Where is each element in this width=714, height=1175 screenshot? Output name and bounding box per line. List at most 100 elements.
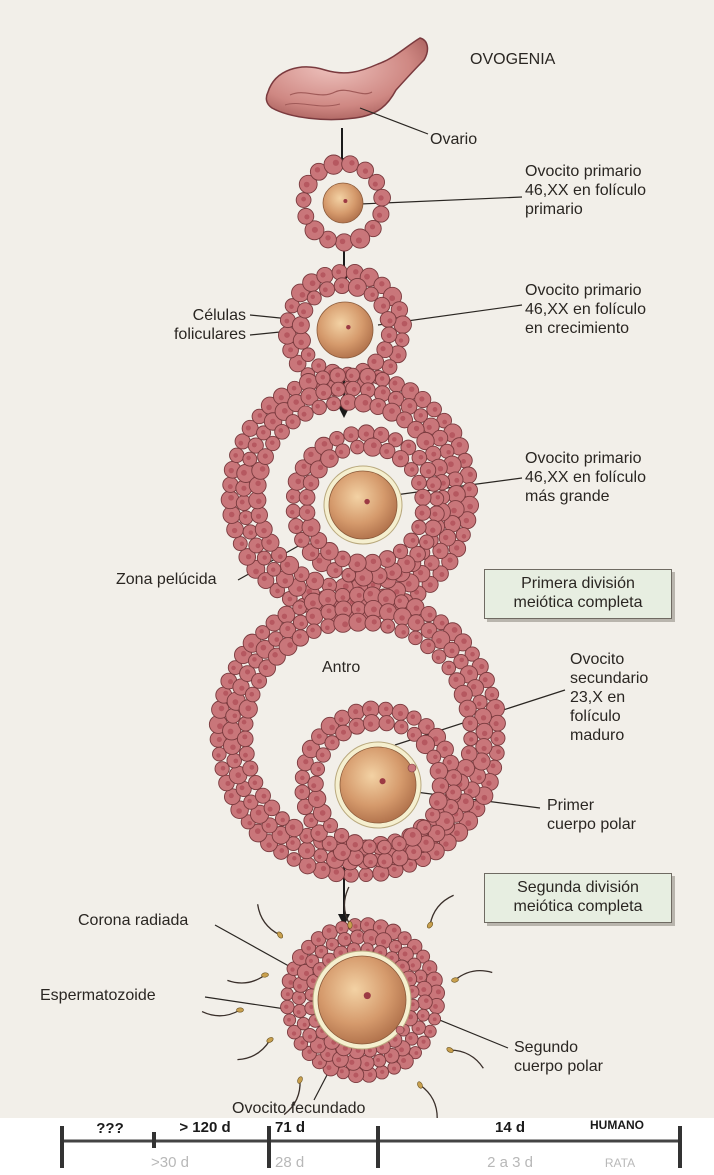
cell-nucleus xyxy=(464,705,469,710)
cell-nucleus xyxy=(442,420,447,425)
cell-nucleus xyxy=(419,455,424,460)
cell-nucleus xyxy=(329,454,335,460)
cell-nucleus xyxy=(414,635,418,639)
cell-nucleus xyxy=(366,386,371,391)
cell-nucleus xyxy=(447,665,451,669)
cell-nucleus xyxy=(411,849,416,854)
cell-nucleus xyxy=(477,702,482,707)
cell-nucleus xyxy=(327,608,332,613)
sperm-head xyxy=(261,972,269,977)
cell-nucleus xyxy=(406,443,411,448)
oocyte-nucleus xyxy=(343,199,347,203)
cell-nucleus xyxy=(246,425,251,430)
cell-nucleus xyxy=(253,781,258,786)
cell-nucleus xyxy=(308,452,313,457)
cell-nucleus xyxy=(419,511,424,516)
cell-nucleus xyxy=(288,980,293,985)
cell-nucleus xyxy=(326,549,332,555)
cell-nucleus xyxy=(447,557,452,562)
cell-nucleus xyxy=(310,628,315,633)
cell-nucleus xyxy=(329,725,335,731)
cell-nucleus xyxy=(252,657,257,662)
cell-nucleus xyxy=(228,729,234,735)
cell-nucleus xyxy=(443,841,448,846)
cell-nucleus xyxy=(483,677,488,682)
cell-nucleus xyxy=(388,1053,393,1058)
cell-nucleus xyxy=(256,499,262,505)
cell-nucleus xyxy=(282,578,288,584)
cell-nucleus xyxy=(392,1067,396,1071)
cell-nucleus xyxy=(372,619,377,624)
cell-nucleus xyxy=(353,924,357,928)
cell-nucleus xyxy=(410,467,414,471)
cell-nucleus xyxy=(263,665,268,670)
cell-nucleus xyxy=(290,824,296,830)
label-antro: Antro xyxy=(322,658,360,677)
cell-nucleus xyxy=(281,818,285,822)
cell-nucleus xyxy=(266,823,271,828)
cell-nucleus xyxy=(377,213,382,218)
cell-nucleus xyxy=(278,554,283,559)
cell-nucleus xyxy=(355,561,361,567)
cell-nucleus xyxy=(241,486,246,491)
cell-nucleus xyxy=(305,509,310,514)
cell-nucleus xyxy=(344,936,348,940)
cell-nucleus xyxy=(223,691,228,696)
cell-nucleus xyxy=(335,372,340,377)
cell-nucleus xyxy=(411,1002,415,1006)
label-second-polar-body: Segundo cuerpo polar xyxy=(514,1038,603,1076)
cell-nucleus xyxy=(427,643,432,648)
cell-nucleus xyxy=(389,570,394,575)
cell-nucleus xyxy=(314,796,320,802)
label-zona-pelucida: Zona pelúcida xyxy=(116,570,217,589)
cell-nucleus xyxy=(241,651,247,657)
cell-nucleus xyxy=(303,495,308,500)
cell-nucleus xyxy=(315,167,320,172)
cell-nucleus xyxy=(461,691,467,697)
cell-nucleus xyxy=(286,992,290,996)
cell-nucleus xyxy=(319,949,323,953)
cell-nucleus xyxy=(355,854,360,859)
cell-nucleus xyxy=(312,227,318,233)
cell-nucleus xyxy=(427,425,432,430)
cell-nucleus xyxy=(402,321,408,327)
cell-nucleus xyxy=(436,549,441,554)
cell-nucleus xyxy=(371,359,376,364)
cell-nucleus xyxy=(380,1070,384,1074)
cell-nucleus xyxy=(419,494,424,499)
cell-nucleus xyxy=(459,658,464,663)
cell-nucleus xyxy=(263,454,268,459)
cell-nucleus xyxy=(303,834,308,839)
cell-nucleus xyxy=(453,677,458,682)
cell-nucleus xyxy=(482,795,488,801)
cell-nucleus xyxy=(438,466,444,472)
cell-nucleus xyxy=(290,510,295,515)
cell-nucleus xyxy=(475,805,480,810)
cell-nucleus xyxy=(443,535,448,540)
cell-nucleus xyxy=(468,472,473,477)
cell-nucleus xyxy=(325,235,330,240)
cell-nucleus xyxy=(434,800,440,806)
cell-nucleus xyxy=(292,1031,296,1035)
cell-nucleus xyxy=(332,401,336,405)
cell-nucleus xyxy=(307,1049,312,1054)
cell-nucleus xyxy=(353,269,358,274)
cell-nucleus xyxy=(412,945,417,950)
cell-nucleus xyxy=(256,514,261,519)
cell-nucleus xyxy=(399,1047,404,1052)
cell-nucleus xyxy=(423,826,428,831)
cell-nucleus xyxy=(423,540,428,545)
oocyte xyxy=(329,471,397,539)
cell-nucleus xyxy=(321,866,326,871)
cell-nucleus xyxy=(240,785,245,790)
cell-nucleus xyxy=(491,763,496,768)
cell-nucleus xyxy=(341,595,346,600)
sperm-head xyxy=(451,977,459,983)
cell-nucleus xyxy=(368,843,372,847)
cell-nucleus xyxy=(318,465,323,470)
cell-nucleus xyxy=(454,830,460,836)
cell-nucleus xyxy=(300,776,305,781)
label-stage-larger-follicle: Ovocito primario 46,XX en folículo más g… xyxy=(525,449,646,506)
label-ovario: Ovario xyxy=(430,130,477,149)
sperm-head xyxy=(416,1081,423,1089)
